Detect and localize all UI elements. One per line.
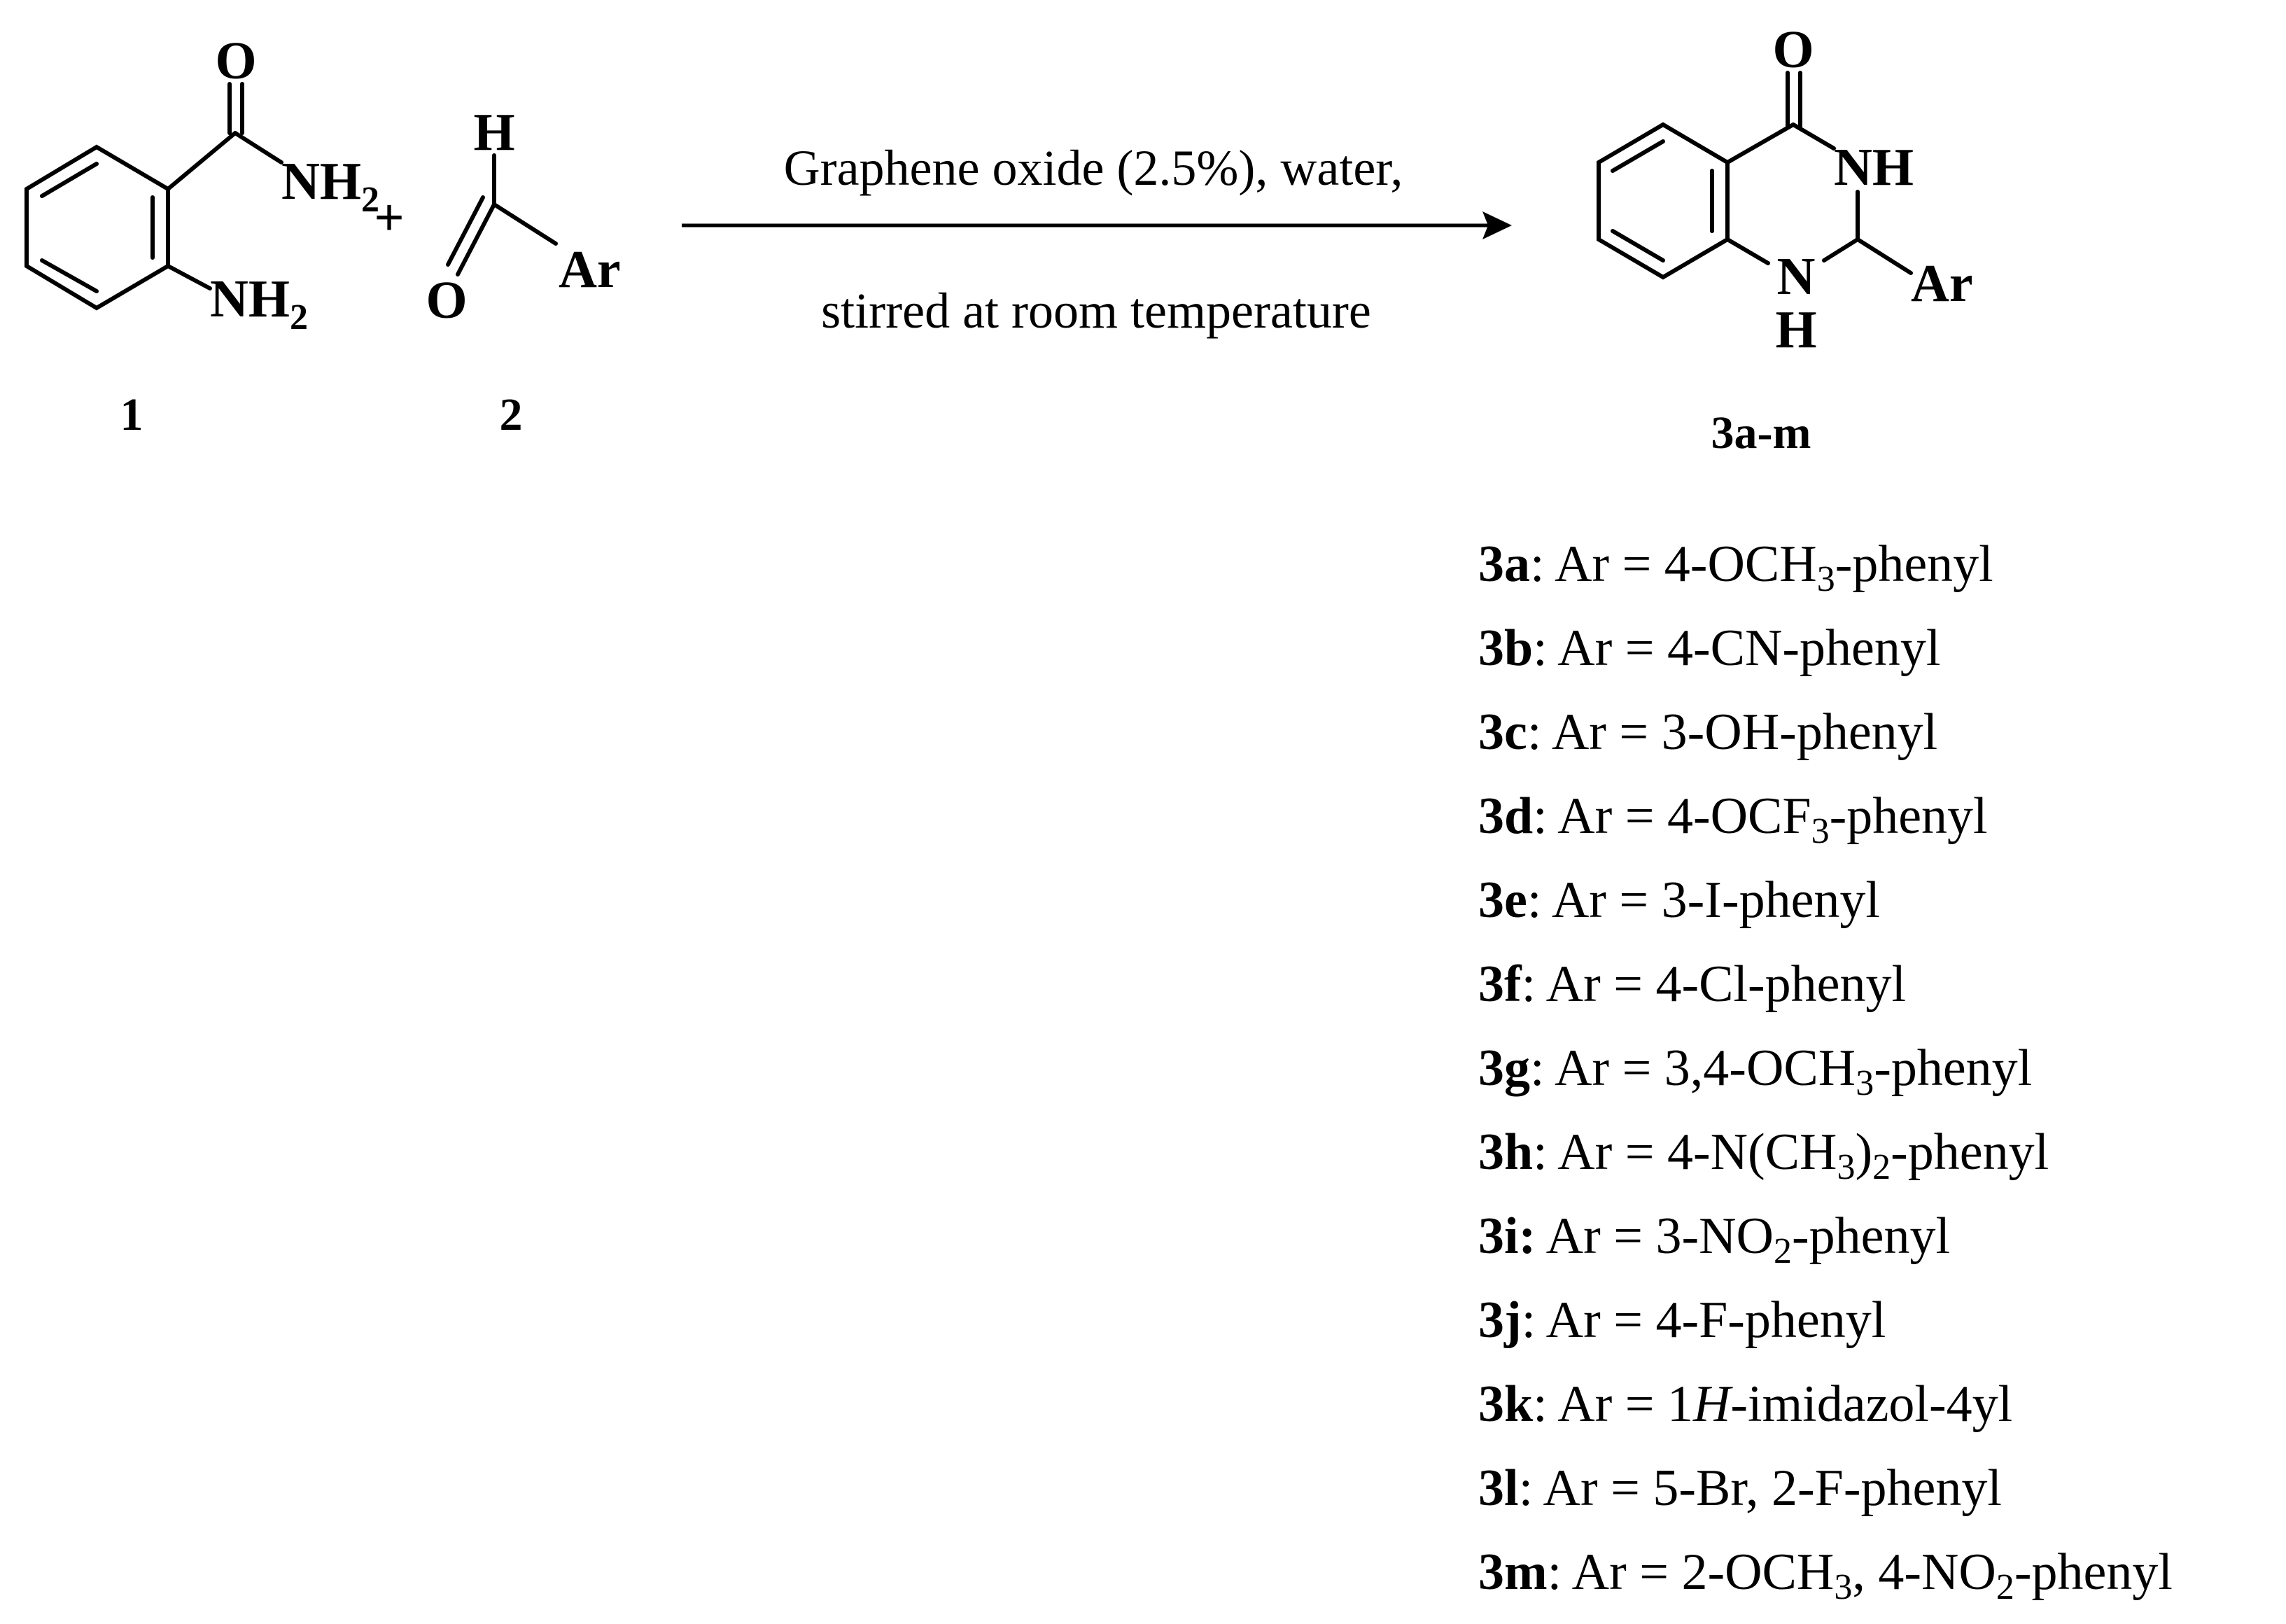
substituent-entry: 3e: Ar = 3-I-phenyl [1478, 872, 1880, 929]
bond-ring-amine [166, 264, 212, 290]
bond-c2-n1 [1822, 237, 1860, 262]
aromatic-double-bond [40, 162, 99, 198]
substituent-entry: 3j: Ar = 4-F-phenyl [1478, 1292, 1886, 1349]
substituent-entry: 3f: Ar = 4-Cl-phenyl [1478, 955, 1907, 1013]
bond-carbonyl-nh [1791, 122, 1836, 150]
oxygen-label: O [1772, 20, 1814, 79]
benzene-ring-reactant-1 [24, 144, 170, 311]
compound-number-2: 2 [500, 389, 523, 440]
aromatic-double-bond [40, 258, 99, 293]
bond-c2-aryl [1856, 237, 1913, 275]
substituent-entry: 3m: Ar = 2-OCH3, 4-NO2-phenyl [1478, 1544, 2173, 1607]
amide-nh2-label: NH2 [281, 152, 379, 220]
bond-n1-ring [1725, 237, 1770, 265]
aromatic-double-bond [1611, 139, 1665, 173]
carbonyl-double-bond [446, 195, 485, 267]
bond-ring-carbonyl [166, 131, 237, 191]
substituent-entry: 3l: Ar = 5-Br, 2-F-phenyl [1478, 1460, 2002, 1517]
substituent-entry: 3b: Ar = 4-CN-phenyl [1478, 620, 1941, 677]
plus-sign: + [374, 188, 404, 247]
benzene-ring-product [1597, 122, 1730, 280]
amine-nh2-label: NH2 [210, 270, 308, 337]
oxygen-label: O [215, 31, 256, 90]
substituent-entry: 3c: Ar = 3-OH-phenyl [1478, 704, 1938, 761]
reaction-arrow-group: Graphene oxide (2.5%), water, stirred at… [682, 140, 1512, 339]
substituent-entry: 3h: Ar = 4-N(CH3)2-phenyl [1478, 1124, 2049, 1187]
bond-ring-carbonyl [1725, 122, 1795, 164]
substituent-entry: 3g: Ar = 3,4-OCH3-phenyl [1478, 1040, 2033, 1103]
bond-carbonyl-nitrogen [233, 131, 283, 164]
hydrogen-label: H [473, 103, 514, 162]
substituent-entry: 3k: Ar = 1H-imidazol-4yl [1478, 1376, 2013, 1433]
aryl-label: Ar [1911, 254, 1973, 313]
n1-hydrogen-label: H [1775, 300, 1816, 359]
reactant-2-structure: H O Ar 2 [426, 103, 620, 440]
condition-line-1: Graphene oxide (2.5%), water, [784, 140, 1403, 196]
substituent-entry: 3i: Ar = 3-NO2-phenyl [1478, 1208, 1951, 1271]
arrow-head [1482, 211, 1512, 239]
product-structure: O NH N H Ar 3a-m [1597, 20, 1973, 458]
oxygen-label: O [426, 271, 467, 330]
compound-number-3a-m: 3a-m [1711, 407, 1811, 458]
aryl-label: Ar [559, 240, 621, 299]
n1-label: N [1777, 247, 1816, 306]
reactant-1-structure: O NH2 NH2 1 [24, 31, 379, 440]
substituent-entry: 3d: Ar = 4-OCF3-phenyl [1478, 788, 1988, 851]
nh-label: NH [1834, 138, 1914, 197]
condition-line-2: stirred at room temperature [821, 283, 1371, 339]
substituent-entry: 3a: Ar = 4-OCH3-phenyl [1478, 536, 1993, 599]
substituent-list: 3a: Ar = 4-OCH3-phenyl 3b: Ar = 4-CN-phe… [1478, 522, 2276, 1614]
bond-carbon-aryl [492, 202, 558, 246]
compound-number-1: 1 [120, 389, 143, 440]
aromatic-double-bond [1611, 229, 1665, 262]
carbonyl-double-bond [456, 202, 496, 276]
